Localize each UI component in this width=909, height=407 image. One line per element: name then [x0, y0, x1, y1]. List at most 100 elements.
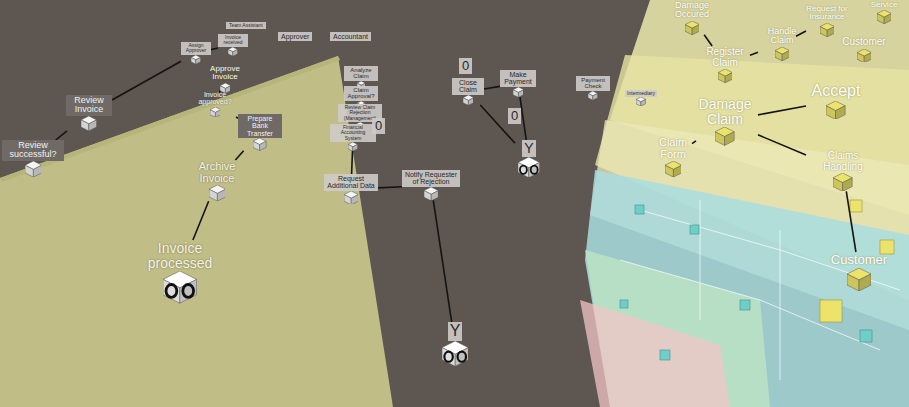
task-label: Register Claim [700, 46, 750, 69]
cube-side [33, 165, 41, 177]
task-node: Register Claim [700, 46, 750, 83]
sequence-flow [846, 191, 856, 252]
task-node: Accept [806, 82, 866, 119]
task-cube [348, 142, 358, 151]
cube-side [217, 189, 225, 201]
cube-side [468, 97, 473, 105]
cube-side [209, 189, 217, 201]
task-label: Claim Form [650, 136, 696, 161]
sequence-flow [704, 35, 712, 46]
task-cube [850, 200, 862, 212]
task-node: Assign Approver [181, 42, 211, 64]
task-cube [718, 69, 732, 83]
task-label: Notify Requester of Rejection [402, 170, 460, 187]
sequence-flow [193, 201, 209, 240]
task-cube [25, 161, 42, 177]
task-node: Claims Handling [806, 150, 880, 191]
task-cube [228, 47, 238, 56]
task-node: Handle Claim [758, 26, 806, 61]
task-node: Request Additional Data [324, 174, 378, 204]
sequence-flow [235, 151, 243, 160]
task-cube [877, 10, 891, 24]
cube-side [685, 24, 692, 34]
task-label: Assign Approver [181, 42, 211, 55]
task-cube [660, 350, 670, 360]
task-node: Customer [836, 36, 892, 62]
task-label: Review successful? [2, 140, 64, 161]
cube-side [864, 52, 871, 62]
cube-side [529, 162, 540, 177]
task-node: Archive Invoice [186, 160, 248, 201]
task-label: Damage Claim [692, 96, 758, 127]
task-cube [820, 300, 842, 322]
task-cube [665, 161, 682, 177]
task-cube [857, 49, 871, 63]
cube-side [884, 14, 891, 24]
cube-side [351, 194, 358, 204]
process-plane [0, 56, 393, 407]
cube-side [782, 50, 789, 60]
counter-label: 0 [459, 58, 472, 74]
task-label: Financial Accounting System [330, 124, 376, 142]
task-label: Review Invoice [66, 95, 112, 116]
end-event-ring [531, 165, 538, 173]
cube-side [442, 347, 455, 366]
task-label: Y [448, 322, 463, 341]
cube-side [692, 24, 699, 34]
lane-label: Approver [278, 32, 312, 41]
task-cube [820, 23, 834, 37]
sequence-flow [750, 52, 758, 55]
cube-side [210, 109, 215, 117]
end-event-ring [166, 285, 177, 298]
task-cube [344, 191, 358, 205]
cube-side [431, 190, 438, 200]
task-node: Prepare Bank Transfer [238, 114, 282, 151]
cube-side [81, 120, 89, 131]
cube-side [588, 93, 593, 100]
task-label: Intermediary [625, 90, 657, 97]
flow-line [780, 230, 781, 380]
cube-side [180, 280, 197, 304]
task-node: Financial Accounting System [330, 124, 376, 151]
cube-side [673, 165, 681, 177]
end-event-ring [457, 351, 465, 361]
task-label: Handle Claim [758, 26, 806, 47]
cube-side [836, 106, 846, 120]
lane-label: Accountant [330, 32, 371, 41]
task-node: Damage Occured [668, 0, 716, 35]
task-cube [588, 91, 598, 100]
task-label: Customer [829, 252, 889, 268]
cube-side [353, 144, 358, 151]
task-label: Damage Occured [668, 0, 716, 21]
task-cube [191, 55, 201, 64]
task-node: Make Payment [500, 70, 536, 97]
task-cube [715, 127, 734, 145]
cube-side [641, 100, 646, 107]
sequence-flow [758, 135, 806, 155]
cube-side [513, 89, 518, 97]
cube-side [877, 14, 884, 24]
task-cube [685, 21, 699, 35]
task-cube [81, 116, 97, 131]
cube-side [725, 73, 732, 83]
task-cube [463, 95, 474, 105]
counter-label: 0 [508, 108, 521, 124]
cube-side [636, 100, 641, 107]
task-cube [880, 240, 894, 254]
cube-side [344, 194, 351, 204]
cube-side [196, 57, 201, 64]
flow-line [700, 200, 701, 320]
task-label: Request for Insurance [796, 4, 858, 23]
plane-edge [0, 56, 340, 182]
task-cube [775, 47, 789, 61]
task-label: Make Payment [500, 70, 536, 87]
task-node: Customer [826, 252, 892, 291]
cube-side [847, 274, 859, 291]
lane-label: Team Assistant [226, 22, 266, 29]
end-event-cube [518, 157, 540, 178]
task-cube [860, 330, 872, 342]
end-event: Y [440, 322, 470, 366]
process-plane [580, 300, 730, 407]
cube-side [718, 73, 725, 83]
cube-side [857, 52, 864, 62]
